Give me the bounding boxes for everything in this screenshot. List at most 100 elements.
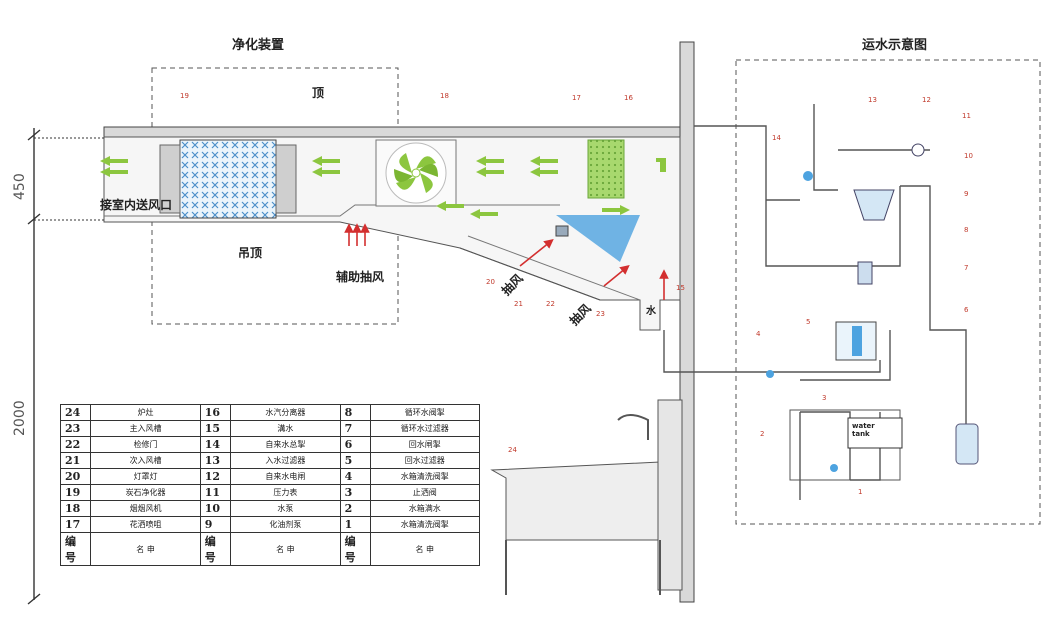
wall [679,41,695,603]
indoor-supply-label: 接室内送风口 [100,198,173,212]
legend-number: 23 [59,420,92,437]
legend-name: 炉灶 [90,404,201,421]
callout-9: 9 [964,190,969,198]
legend-name: 自来水电闸 [230,468,341,485]
legend-number: 1 [339,516,371,533]
legend-number: 14 [199,436,232,453]
legend-name: 水箱清洗阀掣 [369,516,481,533]
callout-12: 12 [922,96,931,104]
water-separator [587,139,625,199]
callout-19: 19 [180,92,189,100]
legend-name: 回水闸掣 [369,436,481,453]
legend-name: 压力表 [230,484,341,501]
suspended-ceiling-label: 吊顶 [238,246,263,260]
legend-number: 21 [59,452,92,469]
purification-title: 净化装置 [232,38,285,53]
callout-2: 2 [760,430,765,438]
legend-number: 4 [339,468,371,485]
legend-number: 10 [199,500,232,517]
legend-header-number: 编号 [199,532,232,566]
callout-24: 24 [508,446,517,454]
legend-header-name: 名 申 [230,532,341,566]
legend-number: 22 [59,436,92,453]
legend-name: 入水过滤器 [230,452,341,469]
legend-name: 水箱满水 [369,500,481,517]
legend-number: 19 [59,484,92,501]
legend-number: 6 [339,436,371,453]
gauge-11 [911,143,925,157]
legend-header-name: 名 申 [369,532,481,566]
callout-15: 15 [676,284,685,292]
callout-1: 1 [858,488,863,496]
legend-number: 5 [339,452,371,469]
water-tank [847,417,903,449]
callout-22: 22 [546,300,555,308]
legend-name: 自来水总掣 [230,436,341,453]
spray-nozzle [555,225,569,237]
callout-4: 4 [756,330,761,338]
legend-name: 止洒阀 [369,484,481,501]
legend-name: 花洒喷咀 [90,516,201,533]
legend-name: 主入风槽 [90,420,201,437]
filter-7 [857,261,873,285]
legend-number: 12 [199,468,232,485]
legend-name: 循环水过滤器 [369,420,481,437]
legend-number: 24 [59,404,92,421]
dim-upper: 450 [12,173,28,200]
ceiling-slab [103,126,691,138]
legend-number: 15 [199,420,232,437]
callout-14: 14 [772,134,781,142]
callout-21: 21 [514,300,523,308]
legend-name: 水箱清洗阀掣 [369,468,481,485]
legend-number: 16 [199,404,232,421]
legend-footer-row: 编号名 申编号名 申编号名 申 [59,532,481,566]
callout-20: 20 [486,278,495,286]
legend-number: 17 [59,516,92,533]
legend-name: 灯罩灯 [90,468,201,485]
legend-number: 8 [339,404,371,421]
callout-11: 11 [962,112,971,120]
legend-number: 11 [199,484,232,501]
stove [490,461,661,541]
callout-16: 16 [624,94,633,102]
legend-name: 化油剂泵 [230,516,341,533]
legend-header-number: 编号 [59,532,92,566]
ceiling-label: 顶 [312,86,325,100]
airflow-arrows [100,156,666,219]
legend-name: 烟烟风机 [90,500,201,517]
callout-13: 13 [868,96,877,104]
dim-lower: 2000 [12,400,28,436]
callout-10: 10 [964,152,973,160]
callout-8: 8 [964,226,969,234]
legend-number: 18 [59,500,92,517]
legend-header-number: 编号 [339,532,371,566]
legend-number: 9 [199,516,232,533]
legend-number: 2 [339,500,371,517]
callout-7: 7 [964,264,969,272]
callout-6: 6 [964,306,969,314]
legend-number: 20 [59,468,92,485]
water-label: 水 [646,306,656,317]
callout-3: 3 [822,394,827,402]
water-diagram-title: 运水示意图 [862,38,928,53]
legend-name: 炭石净化器 [90,484,201,501]
legend-name: 回水过滤器 [369,452,481,469]
legend-number: 7 [339,420,371,437]
legend-number: 13 [199,452,232,469]
aux-exhaust-label: 辅助抽风 [336,270,385,284]
callout-5: 5 [806,318,811,326]
water-diagram-frame [735,59,1041,525]
carbon-filter [179,139,277,219]
legend-name: 次入风槽 [90,452,201,469]
hood-baffle [556,215,640,262]
legend-name: 检修门 [90,436,201,453]
